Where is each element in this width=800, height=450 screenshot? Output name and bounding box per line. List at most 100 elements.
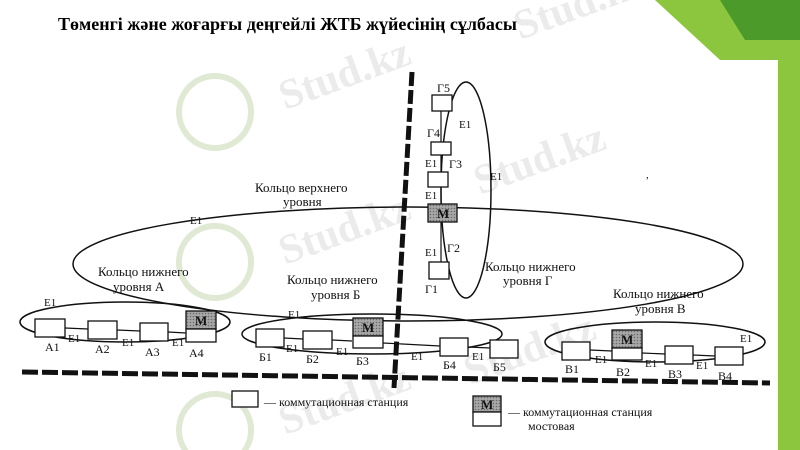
- station-link: [283, 337, 304, 340]
- station-label: Б2: [306, 352, 319, 366]
- station-label: А2: [95, 342, 110, 356]
- station-row-b: M E1 E1 E1 E1 E1 Б1 Б2 Б3 Б4 Б5: [255, 309, 519, 374]
- corner-decoration-dark: [720, 0, 800, 40]
- ring-label-b: Кольцо нижнего уровня Б: [287, 272, 378, 302]
- ring-label-upper: Кольцо верхнего уровня: [255, 180, 348, 209]
- station-link: [692, 354, 716, 357]
- station-row-v: M E1 E1 E1 E1 В1 В2 В3 В4: [561, 329, 752, 383]
- link-label: E1: [425, 190, 437, 202]
- legend-bridge-label: мостовая: [528, 419, 575, 433]
- bridge-station-mark: M: [362, 320, 374, 335]
- switching-station: [302, 330, 333, 350]
- station-link: [116, 329, 141, 332]
- watermark-logo: [176, 391, 254, 450]
- corner-decoration-right-edge: [778, 40, 800, 450]
- switching-station: [664, 345, 694, 365]
- link-label: E1: [411, 351, 423, 363]
- ring-label-a: Кольцо нижнего уровня А: [98, 264, 189, 294]
- station-link: [64, 327, 89, 330]
- watermark-layer: Stud.kz Stud.kz Stud.kz Stud.kz Stud.kz …: [176, 0, 652, 450]
- ring-label-g: Кольцо нижнего уровня Г: [485, 259, 576, 288]
- stray-mark: ,: [646, 169, 649, 181]
- station-link: [641, 352, 666, 355]
- station-column-g: M Г5 E1 Г4 E1 Г3 E1 E1 E1 Г2 Г1: [425, 81, 502, 296]
- station-link: [331, 339, 353, 342]
- vertical-railway-track: [391, 71, 415, 389]
- station-label: А1: [45, 340, 60, 354]
- station-label: В1: [565, 362, 579, 376]
- switching-station: [352, 335, 384, 349]
- switching-station: [185, 328, 217, 343]
- bridge-station-mark: M: [621, 332, 633, 347]
- link-label: E1: [288, 309, 300, 321]
- link-label: E1: [425, 158, 437, 170]
- ring-label-line: Кольцо нижнего: [98, 264, 189, 279]
- link-label: E1: [595, 354, 607, 366]
- link-label: E1: [172, 337, 184, 349]
- ring-level-b: [241, 313, 503, 355]
- link-label: E1: [44, 297, 56, 309]
- watermark-text: Stud.kz: [273, 29, 417, 119]
- switching-station: [431, 94, 453, 112]
- station-label: Г3: [449, 157, 462, 171]
- link-label: E1: [459, 119, 471, 131]
- switching-station: [439, 337, 469, 357]
- station-label: Б5: [493, 360, 506, 374]
- station-link: [167, 331, 187, 334]
- station-label: А4: [189, 346, 204, 360]
- station-label: В3: [668, 367, 682, 381]
- ring-level-a: [19, 301, 231, 343]
- station-link: [382, 342, 441, 347]
- ring-label-v: Кольцо нижнего уровня В: [613, 286, 704, 316]
- legend: — коммутационная станция M — коммутацион…: [231, 390, 653, 433]
- legend-bridge-symbol-base: [472, 411, 502, 427]
- horizontal-railway-track: [21, 369, 771, 386]
- ring-label-line: уровня В: [635, 301, 686, 316]
- upper-ring: [72, 206, 744, 322]
- switching-station: [428, 261, 450, 280]
- bridge-station: [427, 203, 458, 223]
- watermark-logo: [176, 73, 254, 151]
- link-label: E1: [645, 358, 657, 370]
- station-label: Г5: [437, 81, 450, 95]
- station-row-a: M E1 E1 E1 E1 А1 А2 А3 А4: [34, 297, 217, 360]
- ring-level-v: [544, 321, 766, 363]
- switching-station: [255, 328, 285, 348]
- ring-label-line: Кольцо нижнего: [613, 286, 704, 301]
- ring-label-line: Кольцо верхнего: [255, 180, 348, 195]
- ring-label-line: уровня Б: [311, 287, 360, 302]
- slide-title: Төменгі және жоғарғы деңгейлі ЖТБ жүйесі…: [58, 14, 517, 34]
- station-label: Б1: [259, 350, 272, 364]
- ring-label-line: Кольцо нижнего: [287, 272, 378, 287]
- station-label: Г2: [447, 241, 460, 255]
- switching-station: [714, 346, 744, 366]
- ring-label-line: уровня А: [113, 279, 165, 294]
- link-label: E1: [336, 346, 348, 358]
- switching-station: [139, 322, 169, 342]
- link-label: E1: [190, 215, 202, 227]
- link-label: E1: [286, 343, 298, 355]
- watermark-text: Stud.kz: [508, 0, 652, 49]
- ring-label-line: Кольцо нижнего: [485, 259, 576, 274]
- link-label: E1: [490, 171, 502, 183]
- watermark-logo: [176, 223, 254, 301]
- legend-bridge-label: — коммутационная станция: [507, 405, 653, 419]
- station-label: Г1: [425, 282, 438, 296]
- bridge-station-mark: M: [437, 206, 449, 221]
- link-label: E1: [68, 333, 80, 345]
- station-label: В2: [616, 365, 630, 379]
- switching-station: [611, 347, 643, 361]
- station-link: [589, 349, 613, 352]
- station-label: Б4: [443, 358, 456, 372]
- switching-station: [34, 318, 66, 338]
- station-label: Г4: [427, 126, 440, 140]
- switching-station: [561, 341, 591, 361]
- link-label: E1: [740, 333, 752, 345]
- switching-station: [427, 171, 449, 188]
- bridge-station-mark: M: [195, 313, 207, 328]
- legend-station-symbol: [231, 390, 259, 408]
- link-label: E1: [425, 247, 437, 259]
- ring-label-line: уровня: [283, 194, 322, 209]
- link-label: E1: [696, 360, 708, 372]
